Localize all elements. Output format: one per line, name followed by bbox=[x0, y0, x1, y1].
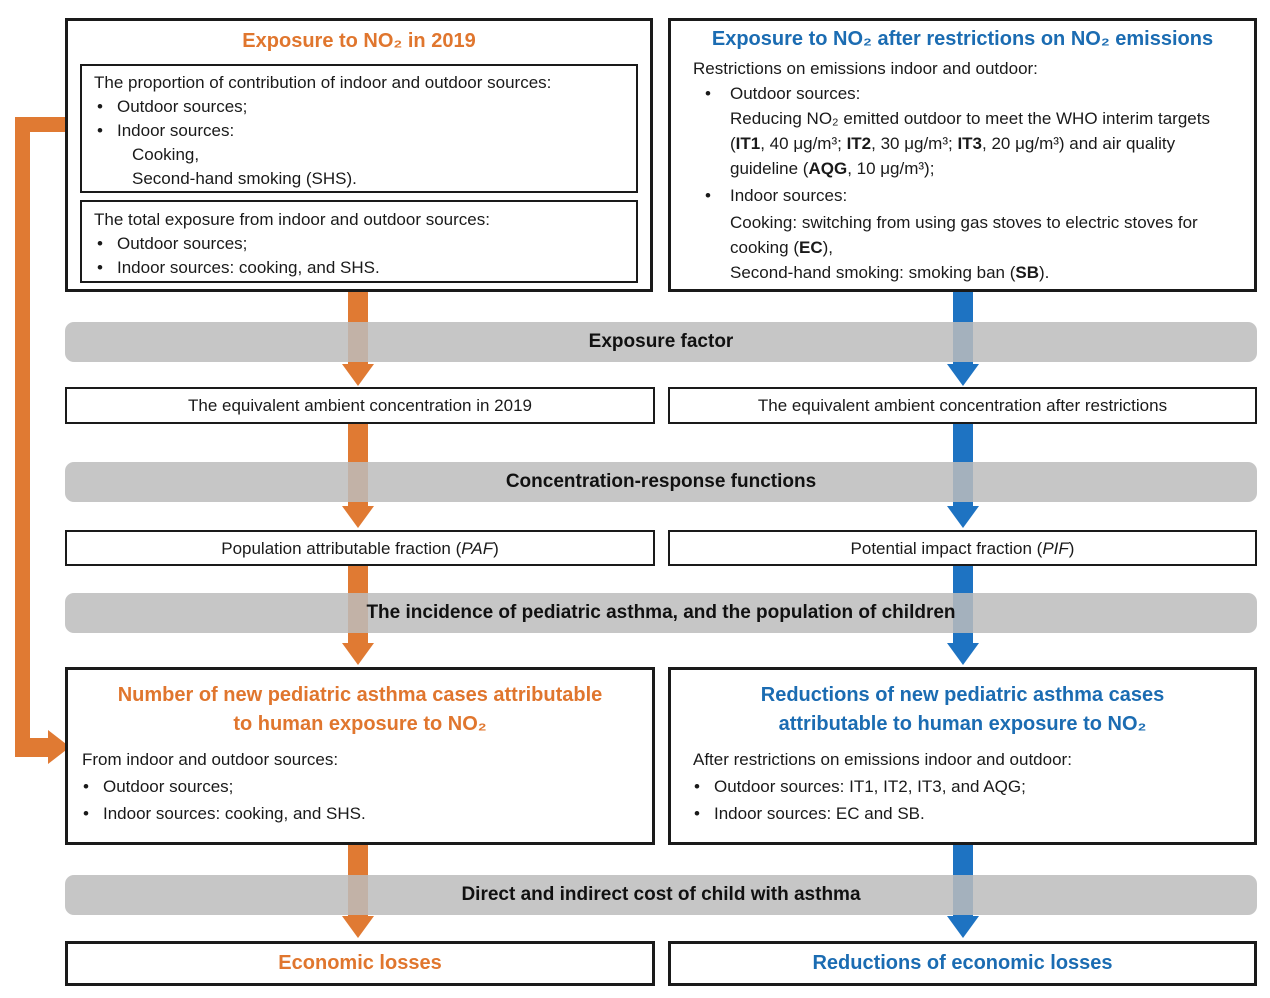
asthma-cost-label: Direct and indirect cost of child with a… bbox=[461, 884, 861, 905]
asthma-reductions-title-line1: Reductions of new pediatric asthma cases bbox=[760, 684, 1165, 706]
bullet-icon: • bbox=[694, 777, 700, 796]
paf-label: Population attributable fraction (PAF) bbox=[221, 538, 499, 558]
asthma-cases-bullet-indoor: • Indoor sources: cooking, and SHS. bbox=[68, 800, 652, 827]
orange-loop-vertical-segment bbox=[15, 117, 30, 757]
total-exposure-heading: The total exposure from indoor and outdo… bbox=[94, 210, 490, 229]
pif-label: Potential impact fraction (PIF) bbox=[850, 538, 1075, 558]
economic-losses-label: Economic losses bbox=[278, 952, 442, 974]
concentration-2019-box: The equivalent ambient concentration in … bbox=[65, 387, 655, 424]
restrictions-body: Restrictions on emissions indoor and out… bbox=[671, 56, 1254, 285]
asthma-cost-bar: Direct and indirect cost of child with a… bbox=[65, 875, 1257, 915]
bullet-icon: • bbox=[97, 121, 103, 140]
paf-box: Population attributable fraction (PAF) bbox=[65, 530, 655, 566]
bullet-icon: • bbox=[97, 258, 103, 277]
asthma-cases-box: Number of new pediatric asthma cases att… bbox=[65, 667, 655, 845]
total-bullet-indoor: • Indoor sources: cooking, and SHS. bbox=[82, 256, 636, 280]
restrictions-heading: Restrictions on emissions indoor and out… bbox=[693, 59, 1038, 78]
proportion-cooking-line: Cooking, bbox=[132, 145, 200, 164]
bullet-icon: • bbox=[705, 186, 711, 205]
concentration-restrictions-label: The equivalent ambient concentration aft… bbox=[757, 396, 1168, 415]
total-exposure-subbox: The total exposure from indoor and outdo… bbox=[80, 200, 638, 283]
economic-losses-box: Economic losses bbox=[65, 941, 655, 986]
incidence-population-bar: The incidence of pediatric asthma, and t… bbox=[65, 593, 1257, 633]
blue-arrow-1-head-icon bbox=[947, 364, 979, 386]
proportion-bullet-outdoor: • Outdoor sources; bbox=[82, 95, 636, 119]
asthma-cases-outdoor-label: Outdoor sources; bbox=[103, 777, 234, 796]
proportion-indoor-label: Indoor sources: bbox=[117, 121, 235, 140]
pif-box: Potential impact fraction (PIF) bbox=[668, 530, 1257, 566]
proportion-outdoor-label: Outdoor sources; bbox=[117, 97, 248, 116]
bullet-icon: • bbox=[97, 234, 103, 253]
concentration-response-label: Concentration-response functions bbox=[505, 471, 817, 492]
restrictions-outdoor-label: Outdoor sources: bbox=[730, 84, 861, 103]
restrictions-title: Exposure to NO₂ after restrictions on NO… bbox=[711, 28, 1214, 50]
economic-reductions-label: Reductions of economic losses bbox=[812, 952, 1113, 974]
concentration-2019-label: The equivalent ambient concentration in … bbox=[187, 396, 532, 415]
exposure-factor-bar: Exposure factor bbox=[65, 322, 1257, 362]
asthma-cases-bullet-outdoor: • Outdoor sources; bbox=[68, 773, 652, 800]
proportion-sources-subbox: The proportion of contribution of indoor… bbox=[80, 64, 638, 193]
asthma-cases-heading: From indoor and outdoor sources: bbox=[82, 750, 339, 769]
exposure-2019-title: Exposure to NO₂ in 2019 bbox=[242, 30, 476, 52]
bullet-icon: • bbox=[694, 804, 700, 823]
concentration-restrictions-box: The equivalent ambient concentration aft… bbox=[668, 387, 1257, 424]
exposure-factor-label: Exposure factor bbox=[588, 331, 734, 352]
orange-loop-top-segment bbox=[15, 117, 80, 132]
proportion-shs-line: Second-hand smoking (SHS). bbox=[132, 169, 357, 188]
restrictions-shs-detail: Second-hand smoking: smoking ban (SB). bbox=[730, 263, 1050, 282]
asthma-reductions-bullet-indoor: • Indoor sources: EC and SB. bbox=[679, 800, 1254, 827]
orange-arrow-1-head-icon bbox=[342, 364, 374, 386]
restrictions-cooking-detail: Cooking: switching from using gas stoves… bbox=[730, 213, 1198, 257]
asthma-cases-title-line1: Number of new pediatric asthma cases att… bbox=[117, 684, 603, 706]
concentration-response-bar: Concentration-response functions bbox=[65, 462, 1257, 502]
orange-arrow-4-head-icon bbox=[342, 916, 374, 938]
asthma-reductions-box: Reductions of new pediatric asthma cases… bbox=[668, 667, 1257, 845]
asthma-reductions-bullet-outdoor: • Outdoor sources: IT1, IT2, IT3, and AQ… bbox=[679, 773, 1254, 800]
asthma-reductions-title-line2: attributable to human exposure to NO₂ bbox=[778, 713, 1147, 735]
bullet-icon: • bbox=[83, 777, 89, 796]
total-indoor-label: Indoor sources: cooking, and SHS. bbox=[117, 258, 380, 277]
orange-arrow-3-head-icon bbox=[342, 643, 374, 665]
blue-arrow-4-head-icon bbox=[947, 916, 979, 938]
total-outdoor-label: Outdoor sources; bbox=[117, 234, 248, 253]
orange-arrow-2-head-icon bbox=[342, 506, 374, 528]
asthma-reductions-outdoor-label: Outdoor sources: IT1, IT2, IT3, and AQG; bbox=[714, 777, 1026, 796]
blue-arrow-3-head-icon bbox=[947, 643, 979, 665]
blue-arrow-2-head-icon bbox=[947, 506, 979, 528]
asthma-cases-indoor-label: Indoor sources: cooking, and SHS. bbox=[103, 804, 366, 823]
restrictions-bullet-outdoor: • Outdoor sources: bbox=[693, 81, 1236, 106]
restrictions-indoor-label: Indoor sources: bbox=[730, 186, 848, 205]
asthma-cases-title-line2: to human exposure to NO₂ bbox=[233, 713, 487, 735]
restrictions-outdoor-detail: Reducing NO₂ emitted outdoor to meet the… bbox=[730, 109, 1210, 178]
orange-loop-bottom-segment bbox=[15, 738, 48, 757]
bullet-icon: • bbox=[705, 84, 711, 103]
total-bullet-outdoor: • Outdoor sources; bbox=[82, 232, 636, 256]
incidence-population-label: The incidence of pediatric asthma, and t… bbox=[366, 602, 956, 623]
economic-reductions-box: Reductions of economic losses bbox=[668, 941, 1257, 986]
proportion-heading: The proportion of contribution of indoor… bbox=[94, 73, 552, 92]
asthma-reductions-indoor-label: Indoor sources: EC and SB. bbox=[714, 804, 925, 823]
asthma-reductions-heading: After restrictions on emissions indoor a… bbox=[693, 750, 1072, 769]
orange-loop-arrowhead-icon bbox=[48, 730, 70, 764]
bullet-icon: • bbox=[97, 97, 103, 116]
restrictions-bullet-indoor: • Indoor sources: bbox=[693, 183, 1236, 208]
bullet-icon: • bbox=[83, 804, 89, 823]
restrictions-box: Exposure to NO₂ after restrictions on NO… bbox=[668, 18, 1257, 292]
proportion-bullet-indoor: • Indoor sources: bbox=[82, 119, 636, 143]
